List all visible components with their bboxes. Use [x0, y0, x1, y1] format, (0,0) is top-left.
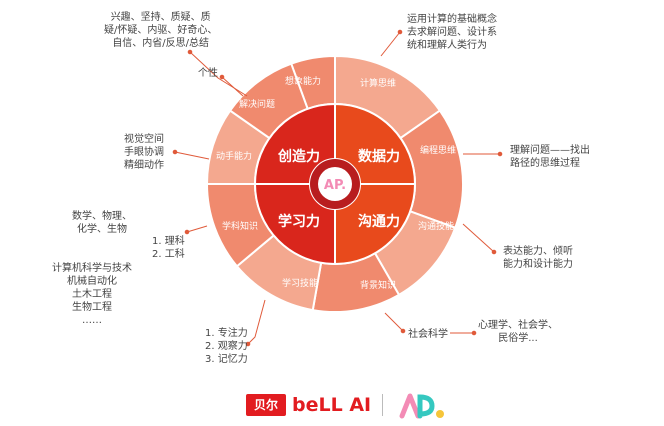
annotation-subjects: 数学、物理、 化学、生物 — [72, 211, 132, 235]
annotation-visual: 视觉空间 手眼协调 精细动作 — [124, 134, 164, 171]
inner-quadrants — [253, 102, 417, 266]
quadrant-communication: 沟通力 — [358, 213, 400, 230]
quadrant-creativity: 创造力 — [277, 148, 320, 165]
annotation-social-science: 社会科学 — [408, 329, 448, 340]
annotation-traits: 兴趣、坚持、质疑、质 疑/怀疑、内驱、好奇心、 自信、内省/反思/总结 — [104, 12, 218, 49]
segment-hands-on: 动手能力 — [216, 150, 252, 162]
capability-wheel: AP. 创造力 数据力 学习力 沟通力 想象能力 计算思维 编程思维 沟通技能 … — [172, 29, 503, 347]
connector-dot-subjects — [184, 229, 190, 235]
annotation-learning-list: 1. 专注力 2. 观察力 3. 记忆力 — [205, 328, 248, 365]
connector-dot-prog — [497, 151, 503, 157]
quadrant-learning: 学习力 — [278, 213, 320, 230]
connector-dot-learning — [245, 341, 251, 347]
ap-logo-icon: AP. — [399, 393, 444, 425]
center-logo: AP. — [324, 178, 346, 193]
segment-communication-skills: 沟通技能 — [418, 220, 454, 232]
outer-ring — [205, 54, 464, 313]
annotation-programming-thinking: 理解问题——找出 路径的思维过程 — [510, 145, 590, 169]
connector-dot-comp — [397, 29, 403, 35]
connector-dot-traits — [187, 49, 193, 55]
svg-text:AP.: AP. — [425, 422, 427, 425]
connector-lines — [172, 29, 503, 347]
brand-en-logo: beLL AI — [292, 394, 372, 416]
connector-visual — [174, 151, 210, 160]
connector-dot-bg — [400, 328, 406, 334]
footer: 贝尔 beLL AI AP. — [0, 388, 664, 426]
annotation-personality: 个性 — [198, 68, 218, 79]
connector-personality — [221, 76, 244, 97]
connector-dot-comm — [491, 249, 497, 255]
connector-comm — [462, 223, 495, 253]
annotation-social-list: 心理学、社会学、 民俗学... — [478, 320, 558, 344]
annotation-engineering: 计算机科学与技术 机械自动化 土木工程 生物工程 …… — [52, 263, 132, 326]
connector-subjects — [186, 225, 208, 233]
connector-dot-visual — [172, 149, 178, 155]
connector-traits — [189, 51, 248, 97]
center-logo-bg — [318, 167, 352, 201]
connector-dot-social — [471, 330, 477, 336]
brand-separator — [382, 394, 383, 416]
connector-comp — [380, 31, 401, 57]
connector-learning — [247, 299, 266, 345]
connector-bg — [384, 312, 404, 332]
segment-background-knowledge: 背景知识 — [360, 279, 396, 291]
annotation-subject-list: 1. 理科 2. 工科 — [152, 236, 185, 260]
segment-problem-solving: 解决问题 — [239, 98, 275, 110]
quadrant-data: 数据力 — [358, 148, 400, 165]
annotation-communication-skills: 表达能力、倾听 能力和设计能力 — [503, 246, 573, 270]
segment-learning-skills: 学习技能 — [282, 277, 318, 289]
segment-subject-knowledge: 学科知识 — [222, 220, 258, 232]
connector-dot-personality — [219, 74, 225, 80]
segment-computational-thinking: 计算思维 — [360, 77, 396, 89]
annotation-computational-thinking: 运用计算的基础概念 去求解问题、设计系 统和理解人类行为 — [407, 14, 497, 51]
brand-cn-logo: 贝尔 — [246, 394, 286, 416]
segment-imagination: 想象能力 — [285, 75, 321, 87]
segment-programming-thinking: 编程思维 — [420, 144, 456, 156]
